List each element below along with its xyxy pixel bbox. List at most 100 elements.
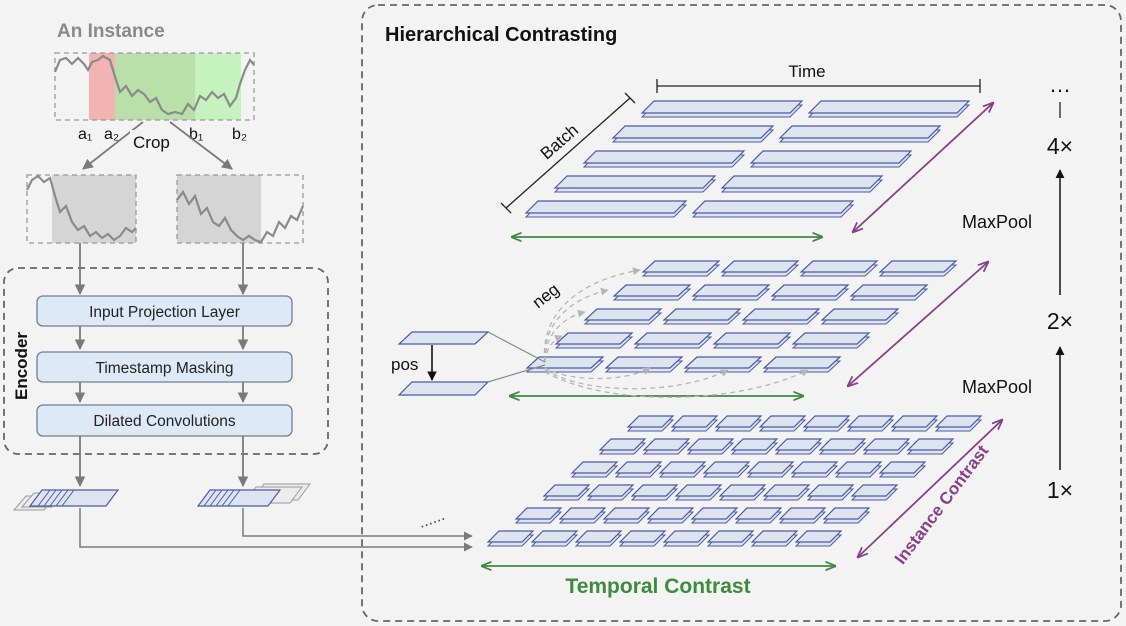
scale2x-cell-r1-c1: [641, 260, 721, 273]
scale-ellipsis: …: [1049, 72, 1071, 97]
time-dimension: [656, 79, 981, 93]
neg-label: neg: [529, 280, 563, 312]
scale1x-cell-r6-c5: [662, 530, 711, 543]
instance-title: An Instance: [57, 21, 165, 42]
scale1x-cell-r6-c7: [750, 530, 799, 543]
layer-input-projection: Input Projection Layer: [36, 295, 293, 327]
marker-a1: a₁: [78, 126, 92, 143]
scale1x-cell-r6-c1: [486, 530, 535, 543]
scale2x-cell-r1-c4: [878, 260, 958, 273]
scale4x-cell-r1-c2: [807, 100, 971, 114]
scale1x-cell-r6-c4: [618, 530, 667, 543]
scale1x-cell-r5-c2: [558, 507, 607, 520]
scale1x-cell-r3-c1: [570, 461, 619, 474]
scale1x-cell-r1-c3: [714, 415, 763, 428]
scale1x-cell-r2-c3: [686, 438, 735, 451]
hierarchical-frame: [361, 4, 1122, 622]
scale2x-cell-r3-c2: [662, 308, 742, 321]
scale1x-cell-r4-c7: [806, 484, 855, 497]
scale1x-cell-r5-c4: [646, 507, 695, 520]
scale-1x: 1×: [1047, 477, 1073, 503]
representation-output-2: [196, 483, 311, 507]
instance-signal: [53, 54, 255, 116]
negative-sample-arcs: [543, 267, 809, 398]
scale1x-cell-r2-c6: [818, 438, 867, 451]
scale2x-cell-r2-c2: [691, 284, 771, 297]
scale4x-cell-r4-c2: [720, 175, 884, 189]
scale1x-cell-r5-c7: [778, 507, 827, 520]
scale-2x: 2×: [1047, 308, 1073, 334]
scale2x-cell-r4-c1: [554, 332, 634, 345]
scale1x-cell-r2-c2: [642, 438, 691, 451]
scale-column: … 4× MaxPool 2× MaxPool 1×: [962, 72, 1073, 503]
time-label: Time: [788, 62, 825, 81]
scale4x-cell-r5-c2: [691, 200, 855, 214]
crop-view-2: [176, 174, 305, 244]
crop-arrow-left: [82, 121, 144, 170]
representation-output-1: [12, 489, 120, 511]
scale2x-cell-r5-c1: [525, 356, 605, 369]
scale1x-cell-r4-c2: [586, 484, 635, 497]
scale2x-cell-r2-c1: [612, 284, 692, 297]
instance-arrow-2x: [848, 262, 988, 386]
scale2x-cell-r1-c2: [720, 260, 800, 273]
continuation-dots: ......: [416, 507, 447, 532]
layer-input-projection-label: Input Projection Layer: [89, 304, 240, 321]
scale1x-cell-r4-c5: [718, 484, 767, 497]
marker-b2: b₂: [232, 126, 247, 143]
scale1x-cell-r4-c1: [542, 484, 591, 497]
scale1x-cell-r1-c2: [670, 415, 719, 428]
layer-timestamp-masking-label: Timestamp Masking: [95, 360, 233, 377]
scale1x-cell-r5-c5: [690, 507, 739, 520]
instance-markers: a₁ a₂ b₁ b₂: [78, 126, 247, 143]
maxpool-upper: MaxPool: [962, 212, 1032, 232]
layer-timestamp-masking: Timestamp Masking: [36, 351, 293, 383]
scale2x-cell-r2-c3: [770, 284, 850, 297]
scale1x-cell-r1-c4: [758, 415, 807, 428]
scale4x-cell-r3-c1: [582, 150, 746, 164]
scale1x-cell-r1-c5: [802, 415, 851, 428]
scale1x-cell-r3-c2: [614, 461, 663, 474]
scale1x-cell-r5-c6: [734, 507, 783, 520]
encoder-title: Encoder: [12, 332, 31, 400]
scale1x-cell-r2-c5: [774, 438, 823, 451]
hierarchical-title: Hierarchical Contrasting: [385, 24, 617, 46]
scale2x-cell-r3-c3: [741, 308, 821, 321]
scale1x-cell-r5-c3: [602, 507, 651, 520]
instance-contrast-label: Instance Contrast: [891, 441, 993, 567]
grid-scale-4x: [524, 100, 971, 218]
crop-label: Crop: [133, 133, 170, 152]
layer-dilated-convolutions: Dilated Convolutions: [36, 404, 293, 437]
scale1x-cell-r6-c8: [794, 530, 843, 543]
scale2x-cell-r4-c4: [791, 332, 871, 345]
output-path-2: [242, 508, 473, 541]
batch-dimension: [500, 92, 636, 214]
scale1x-cell-r6-c3: [574, 530, 623, 543]
marker-a2: a₂: [104, 126, 119, 143]
temporal-contrast-label: Temporal Contrast: [565, 575, 750, 598]
output-path-1: [79, 508, 473, 552]
positive-pair: [397, 331, 546, 396]
scale2x-cell-r1-c3: [799, 260, 879, 273]
instance-arrow-4x: [853, 103, 993, 232]
scale1x-cell-r4-c3: [630, 484, 679, 497]
crop-arrow-right: [169, 121, 233, 170]
scale2x-cell-r3-c1: [583, 308, 663, 321]
instance-arrow-1x: [858, 420, 1002, 557]
scale4x-cell-r2-c1: [611, 125, 775, 139]
scale4x-cell-r1-c1: [640, 100, 804, 114]
scale4x-cell-r3-c2: [749, 150, 913, 164]
scale1x-cell-r3-c4: [702, 461, 751, 474]
crop-view-1: [26, 174, 137, 244]
scale2x-cell-r2-c4: [849, 284, 929, 297]
scale2x-cell-r5-c3: [683, 356, 763, 369]
scale1x-cell-r3-c5: [746, 461, 795, 474]
scale1x-cell-r4-c6: [762, 484, 811, 497]
scale2x-cell-r3-c4: [820, 308, 900, 321]
scale-4x: 4×: [1047, 133, 1073, 159]
scale1x-cell-r2-c4: [730, 438, 779, 451]
pos-label: pos: [391, 355, 418, 374]
scale2x-cell-r4-c3: [712, 332, 792, 345]
scale1x-cell-r3-c3: [658, 461, 707, 474]
instance-panel: [53, 52, 255, 121]
